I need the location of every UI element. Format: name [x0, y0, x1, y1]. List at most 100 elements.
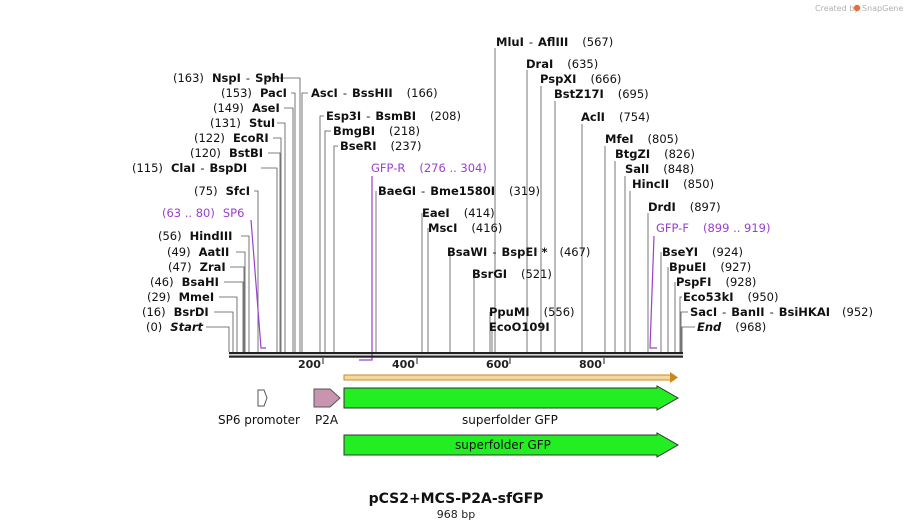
connector-bstbi [268, 152, 281, 352]
site-zrai: (47)ZraI [168, 260, 226, 274]
site-ppumi: PpuMI(556) [489, 305, 575, 319]
site-esp3i: Esp3I-BsmBI(208) [326, 109, 461, 123]
site-bsahi: (46)BsaHI [150, 275, 219, 289]
site-btgzi: BtgZI(826) [615, 147, 695, 161]
feature-sfgfp-label: superfolder GFP [462, 413, 558, 427]
plasmid-length: 968 bp [437, 508, 475, 521]
site-pspfi: PspFI(928) [676, 275, 756, 289]
connector-bsrdi [214, 311, 234, 352]
orf-bar [343, 372, 678, 383]
connector-esp3i [319, 115, 324, 352]
feature-sp6-promoter-arrow [257, 389, 268, 407]
primer-labels: (63 .. 80)SP6 GFP-R(276 .. 304) GFP-F(89… [162, 161, 770, 235]
backbone-top-strand [229, 352, 683, 355]
primer-gfp-f-label: GFP-F(899 .. 919) [656, 221, 770, 235]
site-msci: MscI(416) [428, 221, 502, 235]
site-baegi: BaeGI-Bme1580I(319) [378, 184, 540, 198]
connector-paci [291, 92, 296, 352]
site-sfci: (75)SfcI [194, 184, 250, 198]
ruler-label-200: 200 [298, 358, 321, 371]
connector-saci [680, 311, 688, 352]
primer-sp6-label: (63 .. 80)SP6 [162, 206, 244, 220]
site-nspi: (163)NspI-SphI [173, 71, 284, 85]
site-bseyi: BseYI(924) [662, 245, 743, 259]
site-eaei: EaeI(414) [422, 206, 495, 220]
site-hindiii: (56)HindIII [158, 229, 232, 243]
connector-stui [277, 122, 286, 352]
ruler-label-400: 400 [392, 358, 415, 371]
feature-sfgfp-arrow-2 [343, 432, 680, 458]
site-bstz17i: BstZ17I(695) [554, 87, 649, 101]
cut-site-connectors [206, 48, 695, 352]
site-drai: DraI(635) [526, 57, 598, 71]
site-asci: AscI-BssHII(166) [311, 86, 438, 100]
site-labels-top: MluI-AflIII(567) DraI(635) PspXI(666) Bs… [496, 35, 721, 214]
snapgene-credit: Created by SnapGene [815, 4, 903, 13]
connector-zrai [230, 266, 245, 352]
connector-mmei [219, 296, 238, 352]
site-mfei: MfeI(805) [605, 132, 678, 146]
site-saci: SacI-BanII-BsiHKAI(952) [690, 305, 873, 319]
site-labels-right: BseYI(924) BpuEI(927) PspFI(928) Eco53kI… [662, 245, 873, 334]
backbone-bottom-strand [229, 355, 683, 358]
site-bsrgi: BsrGI(521) [472, 267, 552, 281]
connector-hindiii [241, 235, 250, 352]
site-mlui: MluI-AflIII(567) [496, 35, 613, 49]
site-clai: (115)ClaI-BspDI [132, 161, 247, 175]
credit-text: Created by [815, 4, 859, 13]
credit-brand: SnapGene [862, 4, 903, 13]
site-labels-left: (163)NspI-SphI (153)PacI (149)AseI (131)… [132, 71, 287, 334]
connector-eco53ki [679, 296, 682, 352]
connector-ecori [273, 137, 282, 352]
backbone: 200 400 600 800 [229, 352, 683, 371]
site-bmgbi: BmgBI(218) [333, 124, 420, 138]
feature-p2a-label: P2A [315, 413, 339, 427]
connector-asei [284, 107, 294, 352]
primer-marks [250, 176, 657, 361]
site-acli: AclI(754) [581, 110, 650, 124]
site-end: End(968) [697, 320, 766, 334]
primer-gfp-r-line [359, 176, 373, 361]
primer-sp6-line [250, 219, 266, 349]
ruler-label-600: 600 [486, 358, 509, 371]
connector-sfci [254, 190, 259, 352]
connector-bsahi [224, 281, 244, 352]
ruler-label-800: 800 [579, 358, 602, 371]
connector-bmgbi [324, 130, 331, 352]
site-mmei: (29)MmeI [147, 290, 214, 304]
site-pspxi: PspXI(666) [540, 72, 621, 86]
site-eco53ki: Eco53kI(950) [683, 290, 778, 304]
feature-sp6-promoter-label: SP6 promoter [218, 413, 300, 427]
site-bpuei: BpuEI(927) [669, 260, 751, 274]
primer-gfp-r-label: GFP-R(276 .. 304) [371, 161, 487, 175]
site-bseri: BseRI(237) [340, 139, 421, 153]
feature-sfgfp-label-2: superfolder GFP [455, 438, 551, 452]
site-ecori: (122)EcoRI [194, 131, 269, 145]
site-asei: (149)AseI [213, 101, 280, 115]
site-bstbi: (120)BstBI [190, 146, 263, 160]
snapgene-logo-icon [853, 4, 861, 12]
features: SP6 promoter P2A superfolder GFP superfo… [218, 385, 680, 458]
site-start: (0)Start [146, 320, 204, 334]
orf-bar-body [343, 374, 675, 381]
site-ecoo109i: EcoO109I [489, 320, 550, 334]
connector-bseri [333, 145, 338, 352]
orf-arrowhead-icon [670, 372, 678, 383]
connector-nspi [266, 77, 301, 352]
plasmid-title: pCS2+MCS-P2A-sfGFP [369, 491, 544, 507]
site-bsrdi: (16)BsrDI [142, 305, 209, 319]
feature-p2a-arrow [313, 388, 341, 408]
connector-asci [301, 92, 308, 352]
site-hincii: HincII(850) [632, 177, 714, 191]
primer-gfp-f-line [649, 235, 657, 349]
connector-aatii [236, 251, 246, 352]
site-labels-mid: AscI-BssHII(166) Esp3I-BsmBI(208) BmgBI(… [311, 86, 590, 334]
site-paci: (153)PacI [221, 86, 287, 100]
connector-start [206, 326, 230, 352]
connector-end [681, 326, 695, 352]
site-drdi: DrdI(897) [648, 200, 721, 214]
site-stui: (131)StuI [210, 116, 275, 130]
connector-clai [261, 167, 278, 352]
site-sali: SalI(848) [625, 162, 694, 176]
